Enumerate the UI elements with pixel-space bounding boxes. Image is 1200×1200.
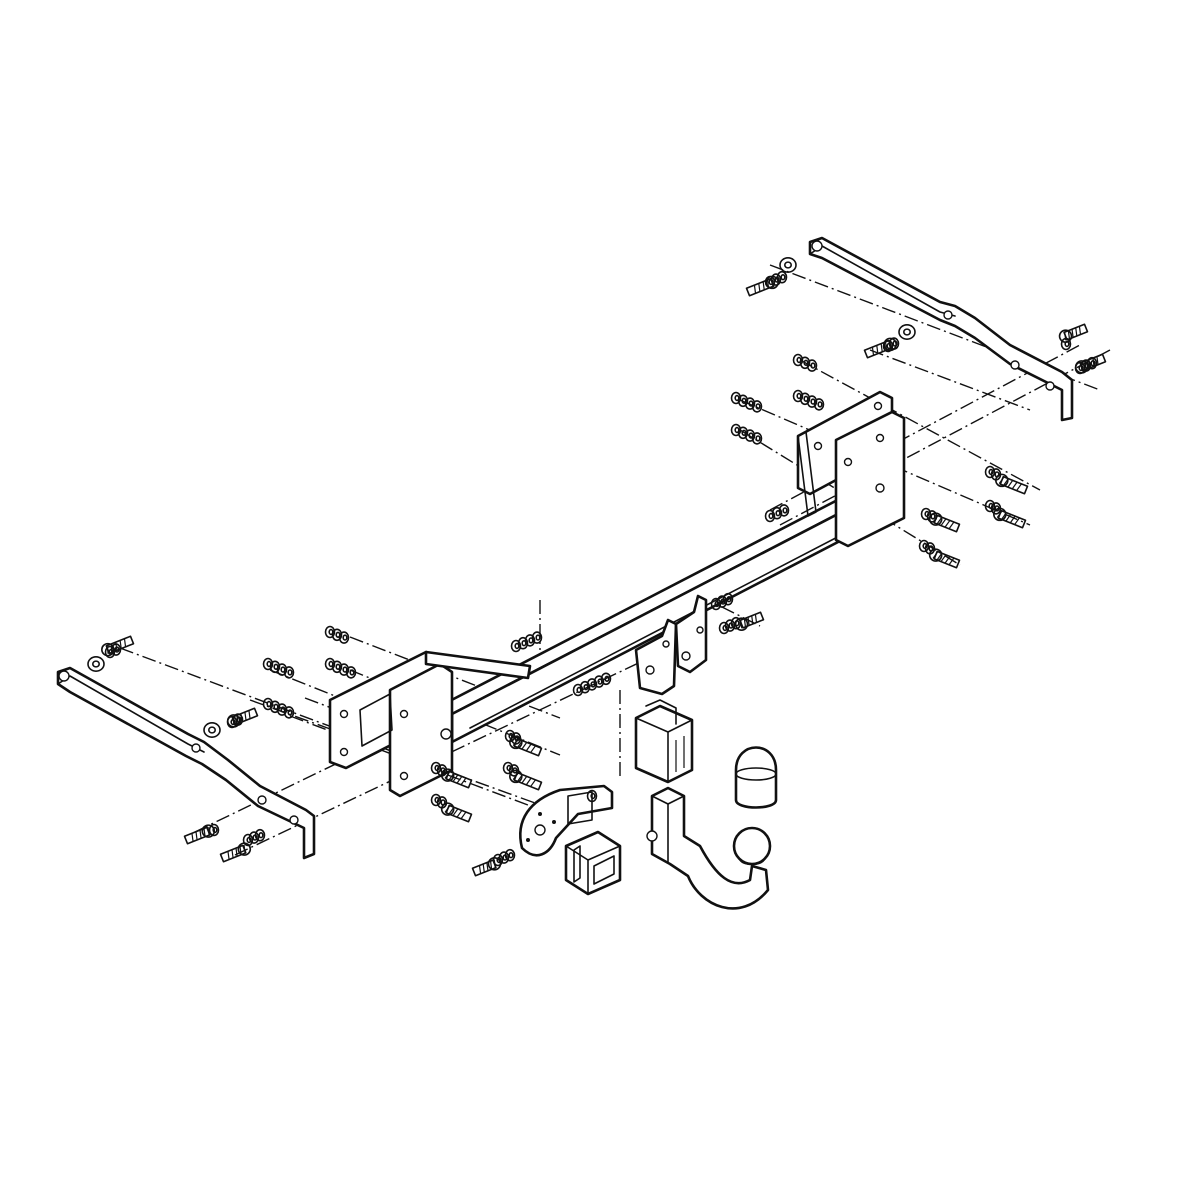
nut-icon bbox=[254, 828, 266, 842]
socket-plate bbox=[519, 784, 614, 857]
nut-icon bbox=[751, 432, 763, 445]
nut-icon bbox=[984, 465, 996, 479]
nut-icon bbox=[918, 539, 930, 553]
nut-icon bbox=[504, 848, 516, 862]
electrical-socket bbox=[564, 830, 622, 896]
nut-icon bbox=[110, 643, 122, 656]
tow-ball-neck bbox=[646, 786, 770, 910]
nut-icon bbox=[1060, 337, 1072, 351]
bolt-icon bbox=[471, 857, 502, 877]
nut-icon bbox=[730, 616, 742, 630]
bolt-set bbox=[87, 256, 1107, 877]
nut-icon bbox=[990, 468, 1002, 481]
nut-icon bbox=[806, 359, 818, 372]
nut-icon bbox=[751, 400, 763, 413]
nut-icon bbox=[586, 789, 598, 803]
nut-icon bbox=[283, 706, 295, 719]
nut-icon bbox=[508, 764, 520, 777]
tow-ball bbox=[732, 826, 772, 866]
tow-ball-cap bbox=[734, 746, 778, 809]
nut-icon bbox=[718, 621, 730, 635]
nut-icon bbox=[722, 592, 734, 606]
nut-icon bbox=[813, 398, 825, 411]
nut-icon bbox=[502, 761, 514, 775]
bolt-icon bbox=[183, 824, 216, 845]
washer-icon bbox=[898, 323, 916, 340]
nut-icon bbox=[778, 504, 790, 517]
nut-icon bbox=[600, 672, 612, 686]
nut-icon bbox=[338, 631, 350, 644]
nut-icon bbox=[926, 510, 938, 523]
nut-icon bbox=[283, 666, 295, 679]
right-mounting-plate bbox=[796, 390, 906, 548]
bolt-icon bbox=[509, 769, 543, 791]
nut-icon bbox=[531, 631, 543, 644]
bolt-icon bbox=[509, 735, 543, 757]
ball-mount-receiver bbox=[634, 699, 694, 784]
nut-icon bbox=[208, 823, 220, 837]
washer-icon bbox=[779, 256, 797, 273]
nut-icon bbox=[888, 337, 900, 350]
guide-lines bbox=[119, 264, 1111, 856]
left-side-bracket bbox=[56, 666, 316, 860]
bolt-icon bbox=[928, 548, 961, 569]
nut-icon bbox=[345, 666, 357, 679]
nut-icon bbox=[510, 732, 522, 745]
bolt-icon bbox=[219, 842, 252, 863]
bolt-icon bbox=[440, 802, 473, 823]
nut-icon bbox=[920, 507, 932, 521]
nut-icon bbox=[990, 502, 1002, 515]
bolt-icon bbox=[1058, 323, 1089, 343]
nut-icon bbox=[1086, 356, 1098, 370]
right-side-bracket bbox=[808, 236, 1074, 422]
washer-icon bbox=[87, 655, 105, 672]
nut-icon bbox=[436, 764, 448, 777]
nut-icon bbox=[430, 793, 442, 807]
washer-icon bbox=[203, 721, 221, 738]
bolt-icon bbox=[993, 507, 1027, 529]
nut-icon bbox=[436, 796, 448, 809]
nut-icon bbox=[924, 542, 936, 555]
center-bracket bbox=[634, 594, 708, 696]
nut-icon bbox=[776, 270, 788, 284]
nut-icon bbox=[232, 713, 244, 726]
